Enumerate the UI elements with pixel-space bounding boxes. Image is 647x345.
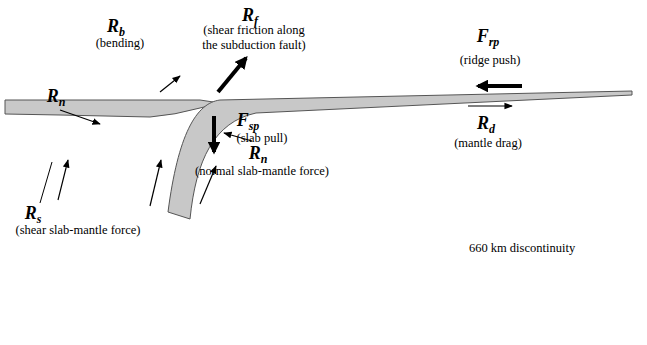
ridge-push-arrow <box>478 84 522 88</box>
friction-arrow <box>218 58 246 92</box>
force-description: (normal slab-mantle force) <box>195 164 329 179</box>
force-description: (shear friction along the subduction fau… <box>200 23 308 53</box>
force-description: (bending) <box>96 36 145 51</box>
force-description: (ridge push) <box>460 53 521 68</box>
subducting-slab <box>168 91 632 219</box>
force-symbol: Rd <box>477 113 495 139</box>
mantle-drag-arrow <box>468 105 512 106</box>
force-symbol: Frp <box>477 26 500 52</box>
shear-force-arrow <box>58 160 68 200</box>
boundary-label: 660 km discontinuity <box>469 241 575 256</box>
force-symbol: Rn <box>47 86 66 112</box>
bending-arrow <box>160 76 180 92</box>
leader-line <box>40 162 52 203</box>
slab-pull-arrow <box>212 116 216 152</box>
normal-force-arrow <box>60 110 100 124</box>
force-description: (slab pull) <box>236 131 287 146</box>
overriding-plate <box>5 100 220 117</box>
shear-force-arrow <box>150 160 161 206</box>
force-description: (mantle drag) <box>454 136 522 151</box>
force-description: (shear slab-mantle force) <box>16 223 141 238</box>
